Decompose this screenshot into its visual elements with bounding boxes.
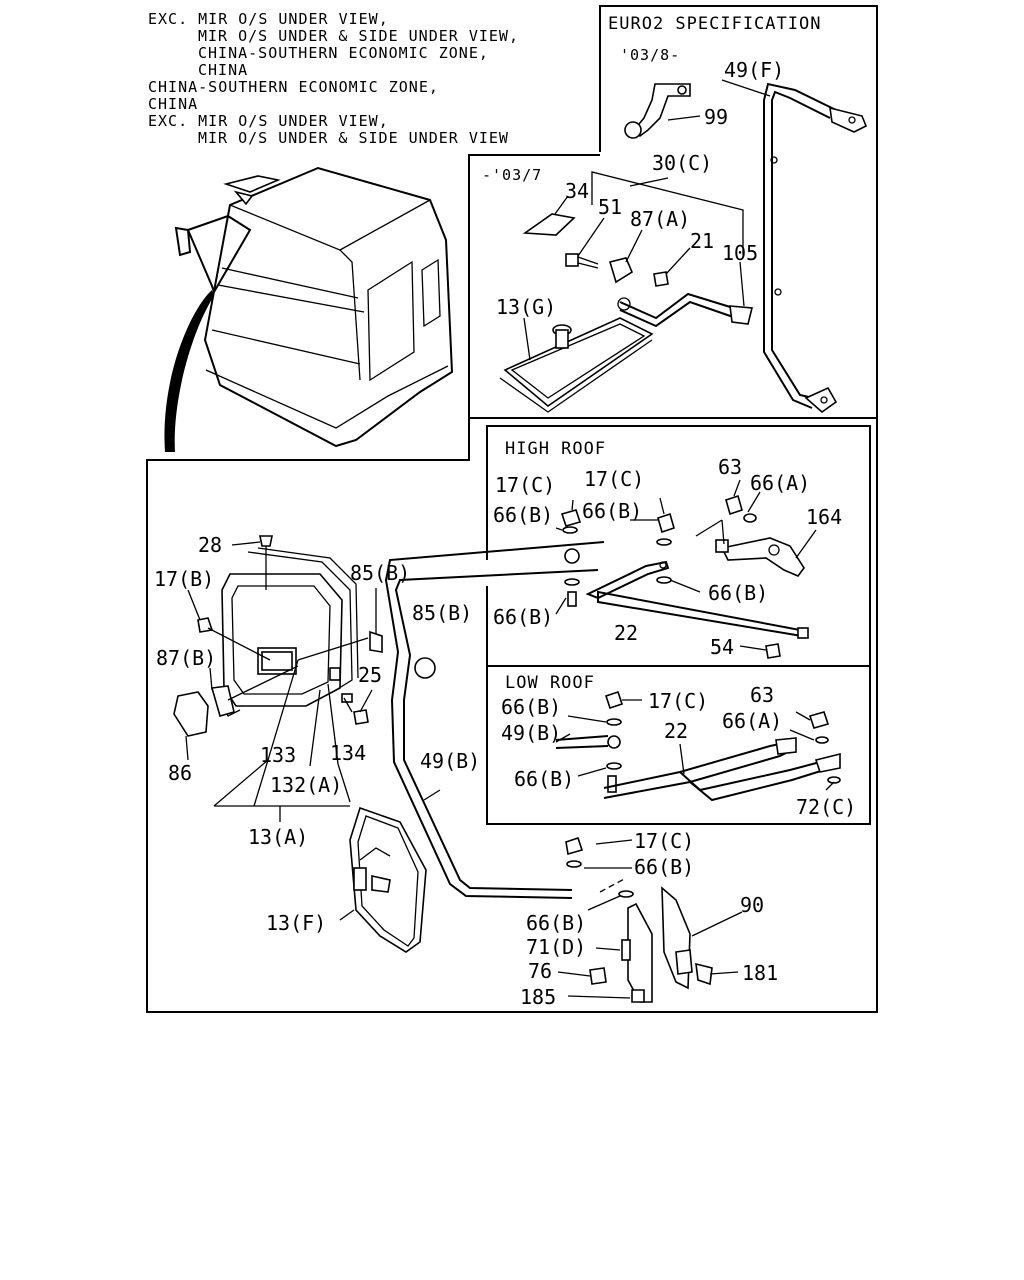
callout-54: 54 [710,635,734,659]
note-line-2: MIR O/S UNDER & SIDE UNDER VIEW, [198,27,519,45]
high-roof-title: HIGH ROOF [505,439,606,459]
callout-13f: 13(F) [266,911,326,935]
callout-76: 76 [528,959,552,983]
callout-105: 105 [722,241,758,265]
callout-labels: 49(F) 99 30(C) 34 51 87(A) 21 105 13(G) … [154,58,856,1009]
callout-66a-hr: 66(A) [750,471,810,495]
callout-13a: 13(A) [248,825,308,849]
callout-49b: 49(B) [420,749,480,773]
note-line-6: CHINA [148,95,198,113]
mirror-13g-drawing [499,317,654,413]
euro2-title: EURO2 SPECIFICATION [608,14,821,34]
applicability-notes: EXC. MIR O/S UNDER VIEW, MIR O/S UNDER &… [148,10,519,147]
callout-17c-hr-a: 17(C) [495,473,555,497]
euro2-panel: EURO2 SPECIFICATION '03/8- -'03/7 [482,14,868,414]
euro2-panel-frame [146,5,878,1013]
callout-99: 99 [704,105,728,129]
low-roof-title: LOW ROOF [505,673,595,693]
callout-34: 34 [565,179,589,203]
date-from-label: '03/8- [620,46,680,64]
callout-181: 181 [742,961,778,985]
callout-66a-lr: 66(A) [722,709,782,733]
callout-66b-hr-a: 66(B) [493,503,553,527]
callout-66b-bottom-b: 66(B) [526,911,586,935]
callout-17c-lr: 17(C) [648,689,708,713]
note-line-1: EXC. MIR O/S UNDER VIEW, [148,10,389,28]
callout-30c: 30(C) [652,151,712,175]
note-line-5: CHINA-SOUTHERN ECONOMIC ZONE, [148,78,439,96]
callout-66b-hr-b: 66(B) [582,499,642,523]
bolt-54-drawing [765,643,781,659]
panel-frames [146,5,878,1013]
callout-164: 164 [806,505,842,529]
date-to-label: -'03/7 [482,166,542,184]
mirror-13a-small-parts [173,535,436,737]
callout-72c: 72(C) [796,795,856,819]
callout-66b-lr-a: 66(B) [501,695,561,719]
low-roof-rod-49b-drawing [555,735,621,749]
callout-87b: 87(B) [156,646,216,670]
clamp-87a-drawing [608,257,634,284]
callout-86: 86 [168,761,192,785]
callout-17c-bottom: 17(C) [634,829,694,853]
high-roof-panel: HIGH ROOF [384,439,809,899]
callout-71d: 71(D) [526,935,586,959]
callout-63-hr: 63 [718,455,742,479]
arm-105-drawing [617,292,754,328]
low-roof-frame [486,665,871,825]
callout-17b: 17(B) [154,567,214,591]
callout-28: 28 [198,533,222,557]
callout-66b-hr-d: 66(B) [493,605,553,629]
bolt-51-drawing [565,253,599,269]
view-leader-arrow [164,290,214,452]
callout-13g: 13(G) [496,295,556,319]
callout-49f: 49(F) [724,58,784,82]
callout-66b-lr-b: 66(B) [514,767,574,791]
callout-66b-hr-c: 66(B) [708,581,768,605]
note-line-8: MIR O/S UNDER & SIDE UNDER VIEW [198,129,509,147]
group-30c-bracket [591,171,744,255]
high-roof-arm-22-drawing [585,560,809,639]
cab-sketch [164,166,454,452]
bracket-99-drawing [624,83,691,139]
callout-21: 21 [690,229,714,253]
high-roof-frame [486,425,871,667]
callout-185: 185 [520,985,556,1009]
note-line-3: CHINA-SOUTHERN ECONOMIC ZONE, [198,44,489,62]
callout-22-lr: 22 [664,719,688,743]
callout-51: 51 [598,195,622,219]
nut-21-drawing [653,271,669,287]
callout-49b-lr: 49(B) [501,721,561,745]
low-roof-arm-22-drawing [603,737,841,802]
rod-49f-drawing [763,82,868,414]
high-roof-fasteners [560,494,757,607]
low-roof-panel: LOW ROOF [505,673,841,802]
callout-66b-bottom-a: 66(B) [634,855,694,879]
callout-63-lr: 63 [750,683,774,707]
callout-132a: 132(A) [270,773,342,797]
part-34-drawing [522,213,576,236]
note-line-4: CHINA [198,61,248,79]
callout-leaders [185,79,835,999]
mirror-13f-drawing [349,806,427,953]
callout-134: 134 [330,741,366,765]
callout-25: 25 [358,663,382,687]
callout-22-hr: 22 [614,621,638,645]
bracket-90-drawing [565,836,713,1003]
callout-133: 133 [260,743,296,767]
bracket-164-drawing [695,519,805,577]
high-roof-rod-drawing [384,541,605,899]
callout-90: 90 [740,893,764,917]
callout-85b-a: 85(B) [350,561,410,585]
callout-17c-hr-b: 17(C) [584,467,644,491]
note-line-7: EXC. MIR O/S UNDER VIEW, [148,112,389,130]
callout-87a: 87(A) [630,207,690,231]
callout-85b-b: 85(B) [412,601,472,625]
low-roof-fasteners [604,690,841,793]
